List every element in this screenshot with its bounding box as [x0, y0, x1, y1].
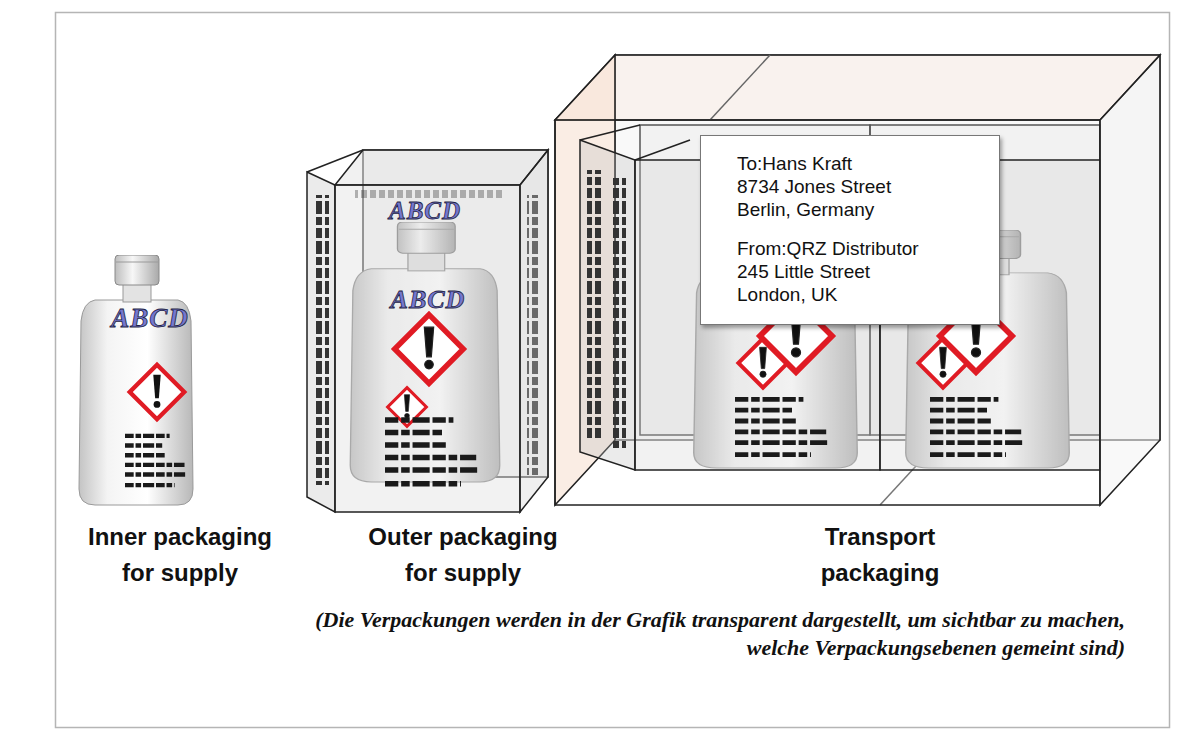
outer-box [307, 150, 548, 512]
address-line: 245 Little Street [737, 260, 975, 283]
flap-line [710, 55, 770, 120]
address-line: Berlin, Germany [737, 198, 975, 221]
side-text-lines [587, 170, 601, 440]
hazard-pictogram [130, 365, 185, 420]
box-top-face [335, 150, 548, 185]
address-line: To:Hans Kraft [737, 152, 975, 175]
box-top-face [555, 55, 1160, 120]
label-text-lines [385, 420, 478, 484]
side-text-lines [612, 178, 626, 448]
box-front-face [335, 185, 520, 512]
side-text-lines [313, 195, 329, 485]
label-text-lines [735, 399, 828, 454]
address-line: London, UK [737, 283, 975, 306]
packaging-caption: Transport packaging [800, 519, 960, 591]
box-edge [580, 125, 640, 140]
logo-text: ABCD [111, 305, 189, 332]
transport-box [555, 55, 1160, 505]
hazard-pictogram [395, 315, 464, 384]
inner-bottle [79, 255, 193, 505]
packaging-caption: Inner packaging for supply [77, 519, 284, 591]
logo-text: ABCD [391, 287, 466, 313]
inner-box-side [580, 140, 635, 470]
frame-border [56, 13, 1170, 728]
box-edge [635, 140, 690, 160]
address-line: 8734 Jones Street [737, 175, 975, 198]
box-front-face [555, 120, 1100, 505]
address-label: To:Hans Kraft8734 Jones StreetBerlin, Ge… [700, 135, 1000, 325]
box-left-face [307, 172, 335, 512]
box-right-face [1100, 55, 1160, 505]
label-text-lines [930, 399, 1023, 454]
side-text-lines [527, 195, 541, 475]
caption-note: (Die Verpackungen werden in der Grafik t… [267, 606, 1125, 662]
bottle-shape [79, 255, 193, 505]
box-right-face [520, 150, 548, 512]
packaging-caption: Outer packaging for supply [358, 519, 568, 591]
address-line: From:QRZ Distributor [737, 237, 975, 260]
label-text-lines [125, 436, 186, 485]
box-edge [307, 150, 363, 172]
logo-text: ABCD [389, 198, 461, 223]
